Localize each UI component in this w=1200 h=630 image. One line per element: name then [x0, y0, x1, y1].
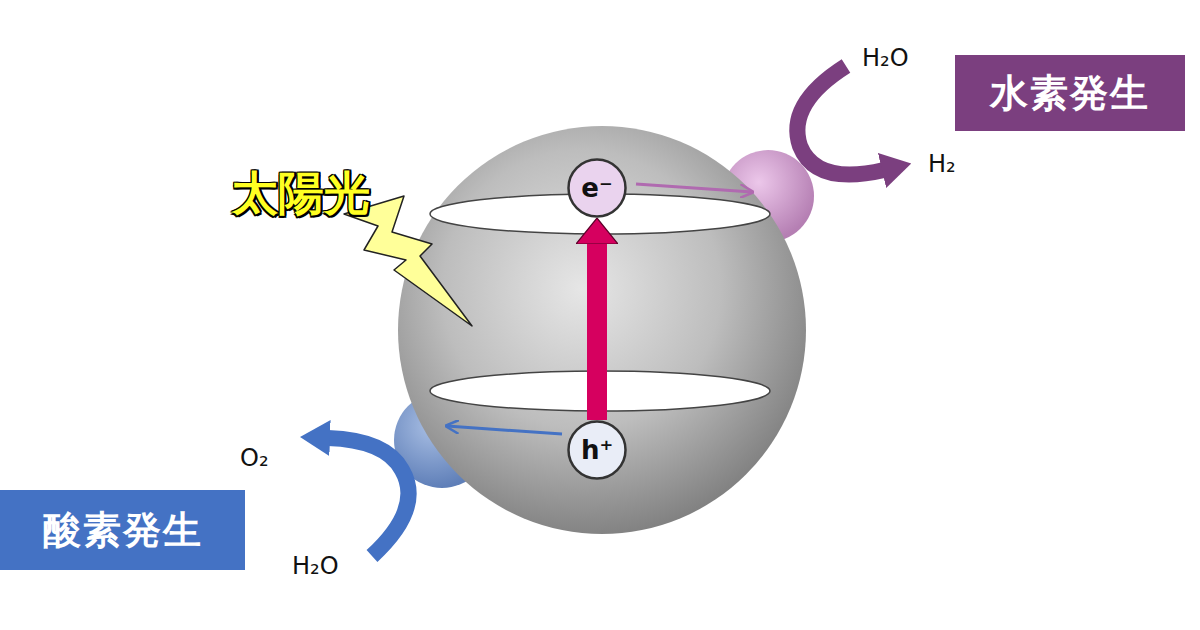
- hole-circle: h⁺: [567, 420, 627, 480]
- electron-transfer-arrow: [636, 184, 752, 192]
- molecule-label: H₂O: [292, 554, 339, 578]
- molecule-label: H₂O: [862, 46, 909, 70]
- light-label: 太陽光: [232, 170, 370, 216]
- reaction-arrow: [328, 438, 409, 556]
- node-text: 酸素発生: [43, 511, 203, 549]
- excitation-arrow: [587, 244, 607, 420]
- node-text: e⁻: [581, 175, 612, 201]
- node-text: h⁺: [581, 437, 613, 463]
- molecule-label: O₂: [240, 446, 269, 470]
- molecule-label: H₂: [928, 152, 956, 176]
- circle-shape: [569, 422, 626, 479]
- result-box: 酸素発生: [0, 490, 245, 570]
- node-text: 水素発生: [990, 74, 1150, 112]
- hole-transfer-arrow: [447, 426, 562, 434]
- reaction-arrow: [797, 66, 884, 175]
- circle-shape: [569, 160, 626, 217]
- electron-circle: e⁻: [567, 158, 627, 218]
- result-box: 水素発生: [955, 55, 1185, 131]
- photocatalyst-particle: [398, 126, 806, 534]
